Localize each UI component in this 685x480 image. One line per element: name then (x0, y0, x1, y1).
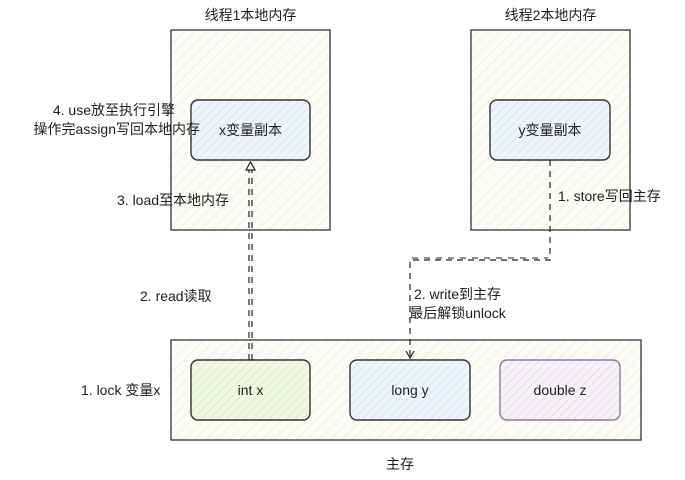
arrowhead-up-icon (244, 160, 257, 171)
store-write-arrow (405, 160, 551, 360)
step-write-label-line1: 2. write到主存 (413, 286, 502, 302)
main-memory-title: 主存 (386, 456, 414, 472)
var-long-y-label: long y (391, 382, 429, 398)
var-int-x-label: int x (237, 382, 264, 398)
var-box-long-y[interactable] (349, 359, 471, 421)
arrowhead-down-icon (405, 350, 415, 360)
y-copy-label: y变量副本 (518, 122, 582, 138)
step-write-label-line2: 最后解锁unlock (409, 305, 506, 321)
step-load-label: 3. load至本地内存 (117, 192, 230, 208)
read-load-arrow (244, 160, 257, 360)
var-box-double-z[interactable] (499, 359, 621, 421)
step-use-label-line1: 4. use放至执行引擎 (52, 102, 175, 118)
x-copy-label: x变量副本 (219, 122, 282, 138)
thread1-title: 线程1本地内存 (204, 7, 297, 23)
var-box-int-x[interactable] (190, 359, 311, 421)
thread2-title: 线程2本地内存 (504, 7, 597, 23)
step-use-label-line2: 操作完assign写回本地内存 (33, 121, 200, 137)
step-store-label: 1. store写回主存 (558, 188, 661, 204)
var-double-z-label: double z (533, 382, 587, 398)
step-read-label: 2. read读取 (140, 288, 212, 304)
step-lock-label: 1. lock 变量x (81, 382, 161, 398)
x-copy-box[interactable] (190, 99, 311, 161)
